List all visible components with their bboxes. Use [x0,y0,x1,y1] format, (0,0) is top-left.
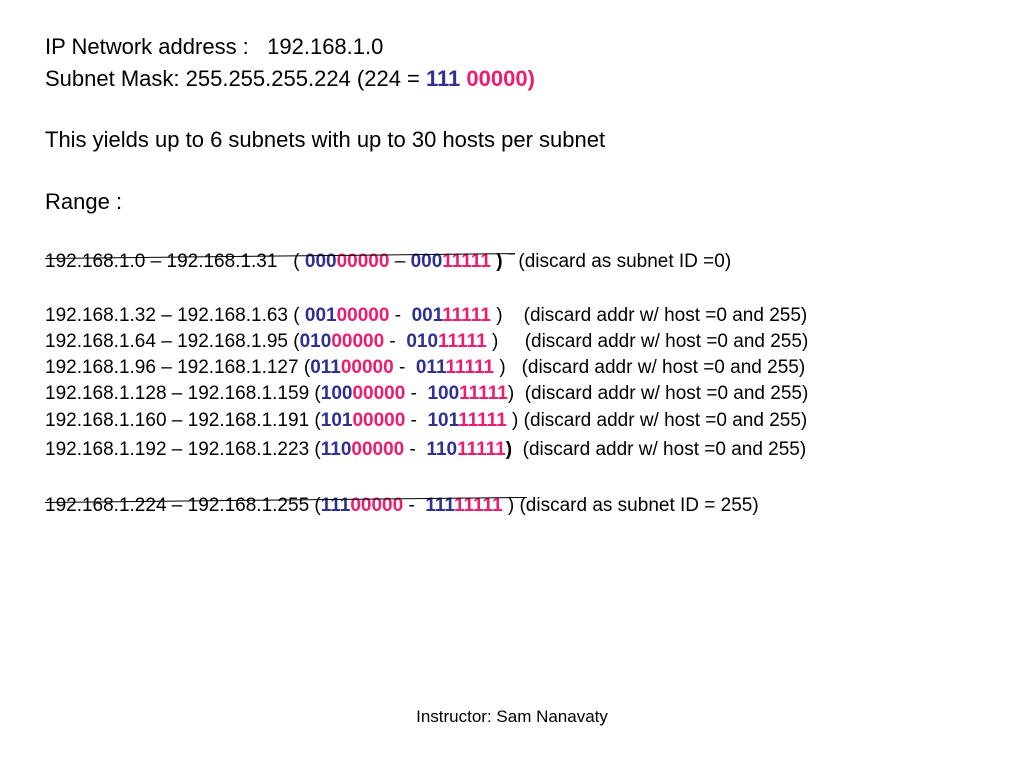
range-end-network-bits: 111 [425,495,454,516]
range-end-host-bits: 11111 [445,357,495,378]
range-start-host-bits: 00000 [350,495,404,516]
network-address-value: 192.168.1.0 [267,34,384,59]
range-end-host-bits: 11111 [459,383,508,404]
subnet-range-text: 192.168.1.128 – 192.168.1.159 ( [45,383,321,404]
range-close-paren: ) [505,439,513,460]
range-end-network-bits: 010 [406,331,439,352]
range-end-network-bits: 110 [426,439,458,460]
subnet-range-text: 192.168.1.96 – 192.168.1.127 ( [45,357,311,378]
range-start-host-bits: 00000 [351,439,405,460]
range-discard-note: (discard addr w/ host =0 and 255) [505,357,806,378]
range-separator: - [405,410,428,431]
network-address-line: IP Network address : 192.168.1.0 [45,36,383,58]
range-close-paren: ) [507,383,515,404]
range-discard-note: (discard addr w/ host =0 and 255) [498,331,809,352]
range-discard-note: (discard as subnet ID = 255) [514,495,759,516]
subnet-mask-host-bits: 00000) [466,66,535,91]
range-end-network-bits: 100 [427,383,460,404]
range-start-host-bits: 00000 [331,331,385,352]
range-start-host-bits: 00000 [336,251,390,272]
range-end-host-bits: 11111 [453,495,503,516]
subnet-mask-label: Subnet Mask: 255.255.255.224 (224 = [45,66,427,91]
range-close-paren: ) [490,251,503,272]
subnet-range-row: 192.168.1.128 – 192.168.1.159 (10000000 … [45,384,808,403]
range-separator: - [384,331,407,352]
range-end-network-bits: 011 [415,357,446,378]
range-separator: – [389,251,411,272]
range-separator: - [404,439,427,460]
subnet-range-text: 192.168.1.0 – 192.168.1.31 ( [45,251,305,272]
range-end-network-bits: 000 [410,251,443,272]
subnet-range-row: 192.168.1.96 – 192.168.1.127 (01100000 -… [45,358,805,377]
range-separator: - [393,357,416,378]
range-end-host-bits: 11111 [457,439,506,460]
range-end-host-bits: 11111 [458,410,507,431]
range-end-host-bits: 11111 [442,251,491,272]
range-start-network-bits: 100 [320,383,353,404]
range-discard-note: (discard as subnet ID =0) [502,251,732,272]
range-start-network-bits: 001 [304,305,337,326]
range-end-host-bits: 11111 [442,305,491,326]
yields-statement: This yields up to 6 subnets with up to 3… [45,127,606,152]
range-discard-note: (discard addr w/ host =0 and 255) [518,410,808,431]
range-start-network-bits: 101 [320,410,353,431]
range-end-host-bits: 11111 [438,331,487,352]
range-start-network-bits: 110 [320,439,352,460]
range-start-host-bits: 00000 [336,305,390,326]
subnet-range-text: 192.168.1.160 – 192.168.1.191 ( [45,410,321,431]
range-end-network-bits: 101 [427,410,459,431]
range-start-host-bits: 00000 [352,410,406,431]
range-discard-note: (discard addr w/ host =0 and 255) [514,383,809,404]
range-discard-note: (discard addr w/ host =0 and 255) [502,305,808,326]
range-close-paren: ) [506,410,519,431]
range-start-host-bits: 00000 [352,383,406,404]
range-discard-note: (discard addr w/ host =0 and 255) [512,439,807,460]
subnet-mask-line: Subnet Mask: 255.255.255.224 (224 = 111 … [45,68,535,90]
range-end-network-bits: 001 [411,305,443,326]
instructor-footer: Instructor: Sam Nanavaty [416,707,608,726]
subnet-range-row: 192.168.1.0 – 192.168.1.31 ( 00000000 – … [45,252,731,271]
subnet-range-row: 192.168.1.64 – 192.168.1.95 (01000000 - … [45,332,808,351]
subnet-range-row: 192.168.1.160 – 192.168.1.191 (10100000 … [45,411,807,430]
range-separator: - [403,495,426,516]
subnet-range-text: 192.168.1.64 – 192.168.1.95 ( [45,331,300,352]
range-start-network-bits: 000 [304,251,337,272]
subnet-mask-network-bits: 111 [426,66,461,91]
subnet-range-text: 192.168.1.32 – 192.168.1.63 ( [45,305,305,326]
range-close-paren: ) [486,331,499,352]
range-close-paren: ) [502,495,515,516]
range-start-network-bits: 111 [320,495,351,516]
range-separator: - [389,305,412,326]
range-separator: - [405,383,428,404]
network-address-label: IP Network address : [45,34,268,59]
range-close-paren: ) [494,357,506,378]
range-start-host-bits: 00000 [340,357,394,378]
range-heading: Range : [45,189,123,214]
range-start-network-bits: 010 [299,331,332,352]
subnet-range-row: 192.168.1.192 – 192.168.1.223 (11000000 … [45,440,806,459]
range-close-paren: ) [490,305,503,326]
range-start-network-bits: 011 [310,357,341,378]
subnet-range-row: 192.168.1.32 – 192.168.1.63 ( 00100000 -… [45,306,807,325]
subnet-range-text: 192.168.1.224 – 192.168.1.255 ( [45,495,321,516]
subnet-range-text: 192.168.1.192 – 192.168.1.223 ( [45,439,321,460]
